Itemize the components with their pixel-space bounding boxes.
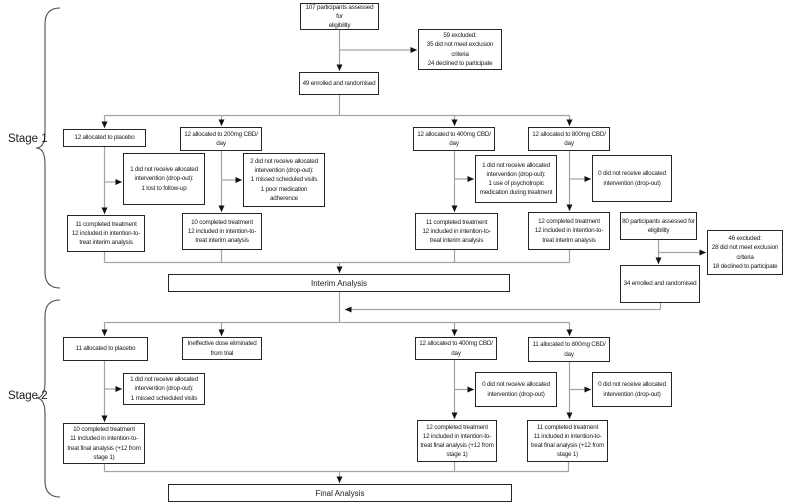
node-s2-drop-800: 0 did not receive allocated intervention…	[592, 372, 672, 407]
node-s1-drop-800: 0 did not receive allocated intervention…	[592, 155, 672, 202]
stage1-brace	[35, 7, 61, 289]
node-enrolled-34: 34 enrolled and randomised	[620, 265, 700, 303]
node-s2-alloc-400: 12 allocated to 400mg CBD/ day	[415, 337, 497, 360]
stage2-label: Stage 2	[8, 390, 48, 402]
node-s1-comp-200: 10 completed treatment 12 included in in…	[182, 213, 262, 250]
node-s1-drop-400: 1 did not receive allocated intervention…	[475, 155, 557, 203]
final-analysis-bar: Final Analysis	[168, 484, 512, 502]
node-s1-drop-placebo: 1 did not receive allocated intervention…	[123, 153, 205, 205]
node-s2-alloc-placebo: 11 allocated to placebo	[63, 337, 148, 361]
interim-analysis-bar: Interim Analysis	[168, 274, 510, 292]
node-s2-comp-placebo: 10 completed treatment 11 included in in…	[63, 423, 145, 464]
node-s2-drop-400: 0 did not receive allocated intervention…	[475, 372, 557, 407]
node-s1-comp-400: 11 completed treatment 12 included in in…	[415, 213, 498, 250]
node-excluded-46: 46 excluded: 28 did not meet exclusion c…	[707, 230, 783, 275]
node-excluded-59: 59 excluded: 35 did not meet exclusion c…	[418, 29, 502, 70]
node-s1-comp-placebo: 11 completed treatment 12 included in in…	[67, 215, 145, 252]
node-s1-alloc-400: 12 allocated to 400mg CBD/ day	[413, 127, 495, 151]
stage1-label: Stage 1	[8, 133, 48, 145]
node-s1-alloc-placebo: 12 allocated to placebo	[63, 129, 146, 147]
node-s2-drop-placebo: 1 did not receive allocated intervention…	[123, 373, 205, 405]
node-s2-ineffective: Ineffective dose eliminated from trial	[182, 337, 262, 360]
node-assessed-107: 107 participants assessed for eligibilit…	[300, 3, 379, 30]
node-s2-comp-400: 12 completed treatment 12 included in in…	[417, 420, 497, 462]
node-s1-alloc-800: 12 allocated to 800mg CBD/ day	[528, 127, 610, 151]
node-s1-alloc-200: 12 allocated to 200mg CBD/ day	[180, 127, 262, 151]
node-enrolled-49: 49 enrolled and randomised	[299, 72, 379, 95]
node-s2-comp-800: 11 completed treatment 11 included in in…	[527, 420, 608, 462]
node-s1-drop-200: 2 did not receive allocated intervention…	[243, 153, 325, 207]
node-s2-alloc-800: 11 allocated to 800mg CBD/ day	[528, 337, 610, 362]
node-s1-comp-800: 12 completed treatment 12 included in in…	[528, 212, 610, 250]
node-assessed-80: 80 participants assessed for eligibility	[620, 212, 697, 240]
